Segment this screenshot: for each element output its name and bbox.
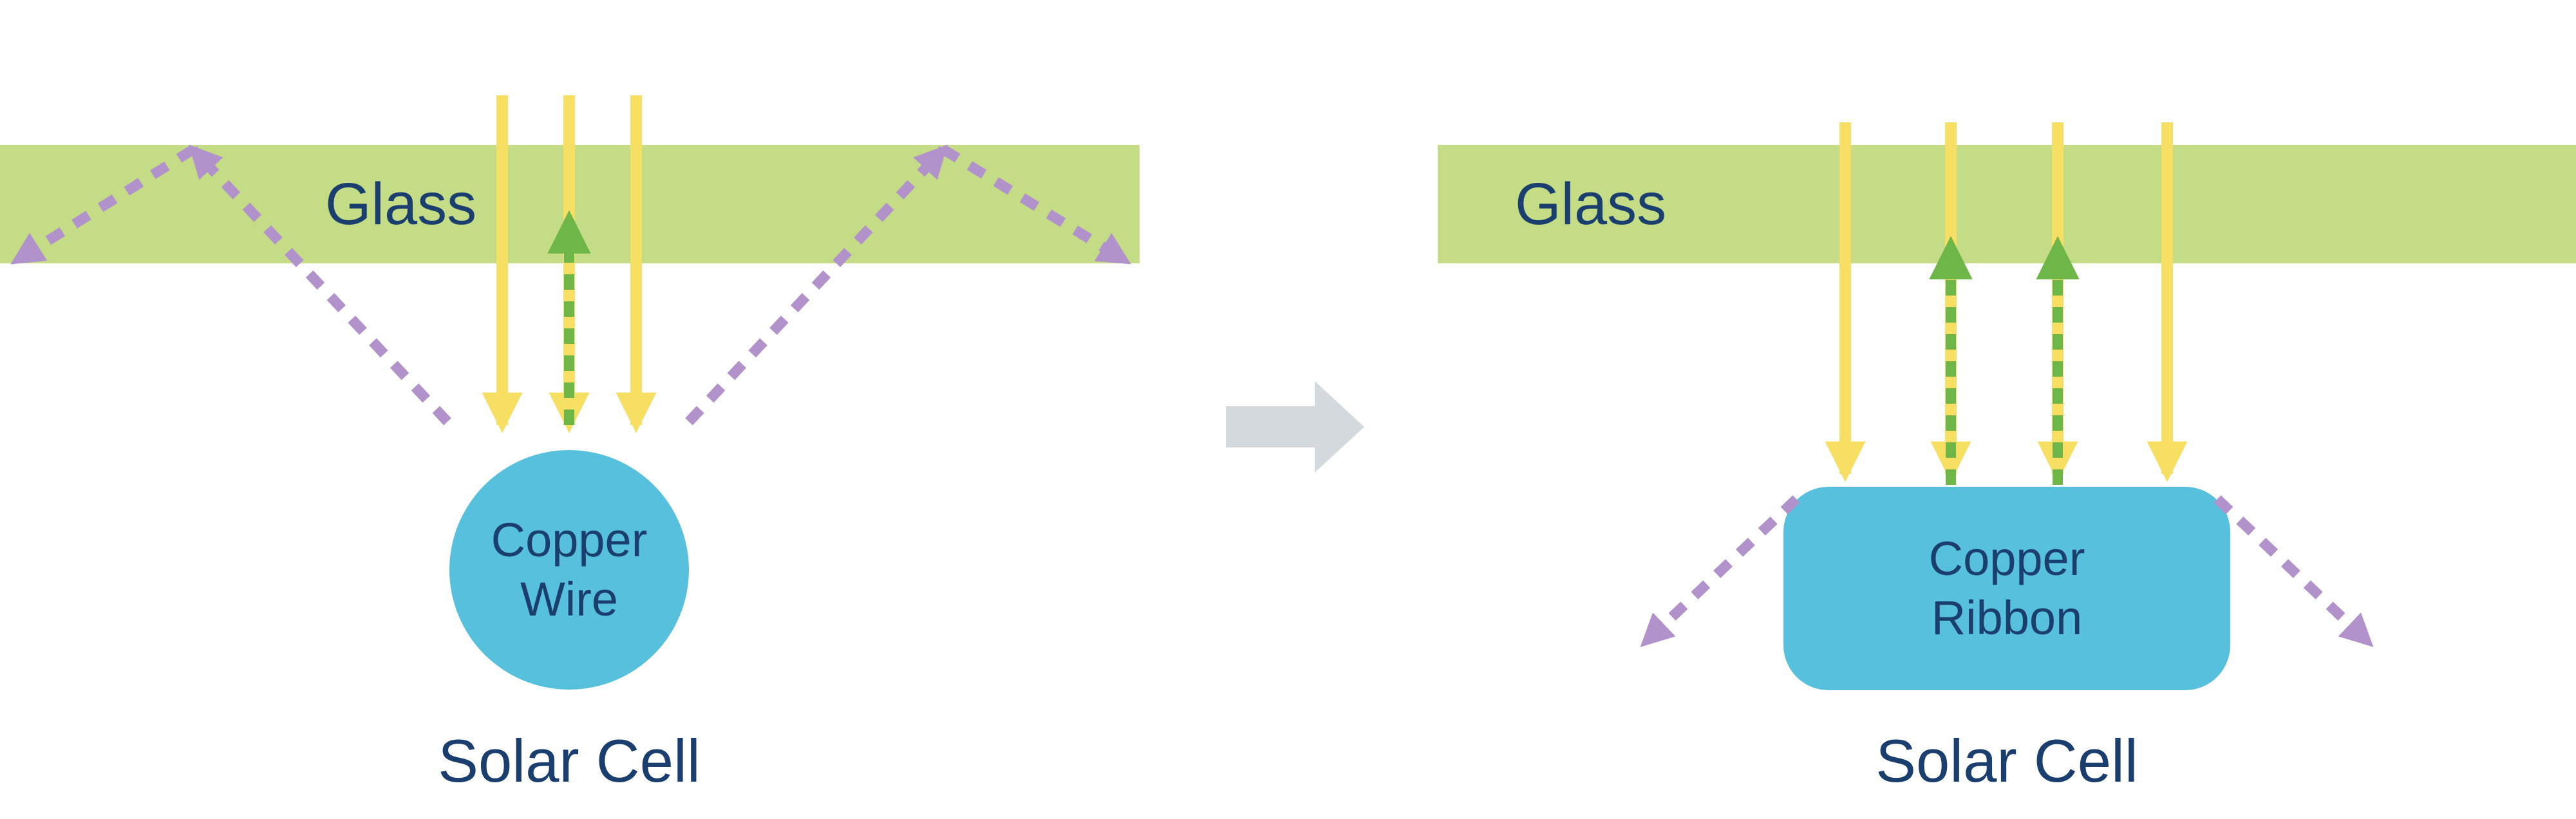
escaping-ray: [1640, 495, 1800, 648]
copper-ribbon-label-line2: Ribbon: [1931, 591, 2083, 645]
transition-arrow-icon: [1226, 381, 1364, 473]
right-reflected-rays: [1929, 236, 2080, 485]
copper-ribbon-label-line1: Copper: [1928, 531, 2085, 585]
glass-label-left: Glass: [325, 171, 477, 237]
copper-ribbon-shape: [1783, 487, 2230, 690]
right-incident-rays: [1825, 122, 2188, 482]
escaping-ray: [940, 145, 1131, 265]
escaping-ray: [2214, 495, 2374, 648]
escaping-ray: [10, 145, 196, 265]
copper-ribbon-label: Copper Ribbon: [1783, 487, 2230, 690]
copper-wire-label-line2: Wire: [520, 572, 619, 626]
left-escaping-rays: [10, 144, 1131, 426]
glass-label-right: Glass: [1515, 171, 1667, 237]
solar-cell-label-left: Solar Cell: [438, 727, 700, 795]
right-escaping-rays: [1640, 495, 2374, 648]
copper-wire-label-line1: Copper: [491, 513, 648, 567]
copper-wire-label: Copper Wire: [449, 450, 689, 690]
escaping-ray: [685, 144, 948, 426]
escaping-ray: [189, 144, 451, 426]
glass-layer-right: [1438, 145, 2576, 263]
copper-wire-shape: [449, 450, 689, 690]
solar-cell-label-right: Solar Cell: [1876, 727, 2138, 795]
